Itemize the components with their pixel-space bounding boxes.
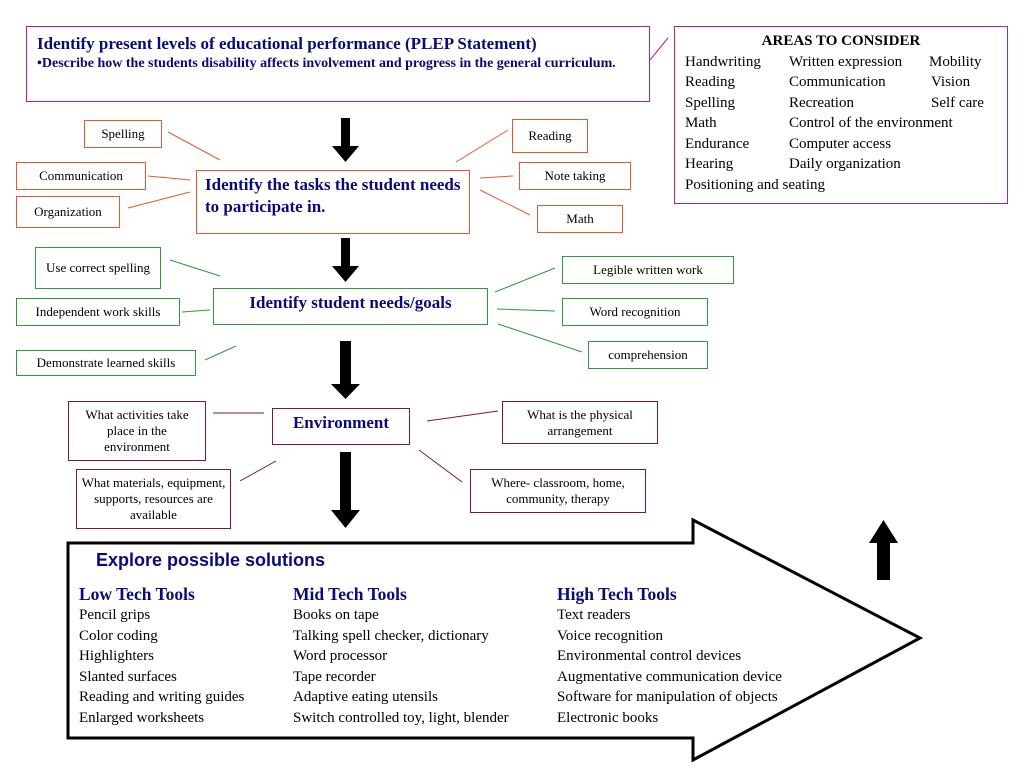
list-item: Electronic books	[557, 709, 659, 726]
need-independent-work-skills: Independent work skills	[16, 298, 180, 326]
need-word-recognition: Word recognition	[562, 298, 708, 326]
up-arrow	[869, 520, 898, 580]
connector-use-correct-spelling	[169, 259, 221, 277]
list-item: Software for manipulation of objects	[557, 689, 778, 705]
plep-box: Identify present levels of educational p…	[26, 26, 650, 102]
list-item: Adaptive eating utensils	[293, 689, 438, 705]
down-arrow-4	[331, 452, 360, 528]
explore-solutions-title: Explore possible solutions	[96, 550, 326, 570]
list-item: Tape recorder	[293, 668, 376, 685]
list-item: Enlarged worksheets	[79, 709, 205, 726]
list-item: Highlighters	[79, 648, 154, 664]
connector-reading	[455, 129, 509, 163]
list-item: Talking spell checker, dictionary	[293, 627, 489, 644]
high-tech-heading: High Tech Tools	[557, 584, 677, 604]
plep-areas-connector	[649, 37, 669, 61]
low-tech-column: Low Tech Tools Pencil grips Color coding…	[79, 583, 244, 728]
env-activities: What activities take place in the enviro…	[68, 401, 206, 461]
need-use-correct-spelling: Use correct spelling	[35, 247, 161, 289]
connector-note-taking	[479, 175, 514, 179]
list-item: Environmental control devices	[557, 648, 742, 664]
list-item: Augmentative communication device	[557, 668, 782, 685]
connector-physical	[426, 410, 499, 422]
needs-box: Identify student needs/goals	[213, 288, 488, 325]
need-legible-written-work: Legible written work	[562, 256, 734, 284]
list-item: Books on tape	[293, 607, 379, 623]
mid-tech-heading: Mid Tech Tools	[293, 584, 407, 604]
need-comprehension: comprehension	[588, 341, 708, 369]
need-demonstrate-learned-skills: Demonstrate learned skills	[16, 350, 196, 376]
connector-independent-work	[181, 309, 211, 313]
task-note-taking: Note taking	[519, 162, 631, 190]
connector-communication	[147, 175, 191, 181]
areas-title: AREAS TO CONSIDER	[761, 33, 921, 49]
connector-comprehension	[497, 323, 583, 353]
down-arrow-2	[332, 238, 359, 282]
solutions-big-arrow	[66, 517, 924, 763]
list-item: Switch controlled toy, light, blender	[293, 709, 509, 726]
plep-subtitle: •Describe how the students disability af…	[37, 56, 616, 71]
connector-legible	[494, 267, 556, 293]
list-item: Voice recognition	[557, 627, 663, 644]
task-organization: Organization	[16, 196, 120, 228]
connector-math	[479, 189, 531, 216]
down-arrow-1	[332, 118, 359, 162]
connector-organization	[127, 191, 191, 209]
environment-box: Environment	[272, 408, 410, 445]
areas-row: Positioning and seating	[685, 176, 825, 193]
mid-tech-column: Mid Tech Tools Books on tape Talking spe…	[293, 583, 509, 728]
down-arrow-3	[331, 341, 360, 399]
tasks-box: Identify the tasks the student needs to …	[196, 170, 470, 234]
task-reading: Reading	[512, 119, 588, 153]
task-math: Math	[537, 205, 623, 233]
high-tech-column: High Tech Tools Text readers Voice recog…	[557, 583, 782, 728]
connector-materials	[239, 460, 277, 482]
connector-word-recognition	[496, 308, 556, 312]
connector-spelling	[167, 131, 221, 161]
connector-demonstrate-skills	[204, 345, 237, 361]
low-tech-heading: Low Tech Tools	[79, 584, 195, 604]
task-communication: Communication	[16, 162, 146, 190]
list-item: Text readers	[557, 607, 631, 623]
list-item: Slanted surfaces	[79, 668, 177, 685]
list-item: Pencil grips	[79, 607, 151, 623]
env-materials: What materials, equipment, supports, res…	[76, 469, 231, 529]
list-item: Color coding	[79, 627, 158, 644]
plep-title: Identify present levels of educational p…	[37, 34, 537, 53]
list-item: Reading and writing guides	[79, 689, 245, 705]
list-item: Word processor	[293, 648, 388, 664]
env-where: Where- classroom, home, community, thera…	[470, 469, 646, 513]
env-physical-arrangement: What is the physical arrangement	[502, 401, 658, 444]
connector-where	[418, 449, 463, 483]
task-spelling: Spelling	[84, 120, 162, 148]
